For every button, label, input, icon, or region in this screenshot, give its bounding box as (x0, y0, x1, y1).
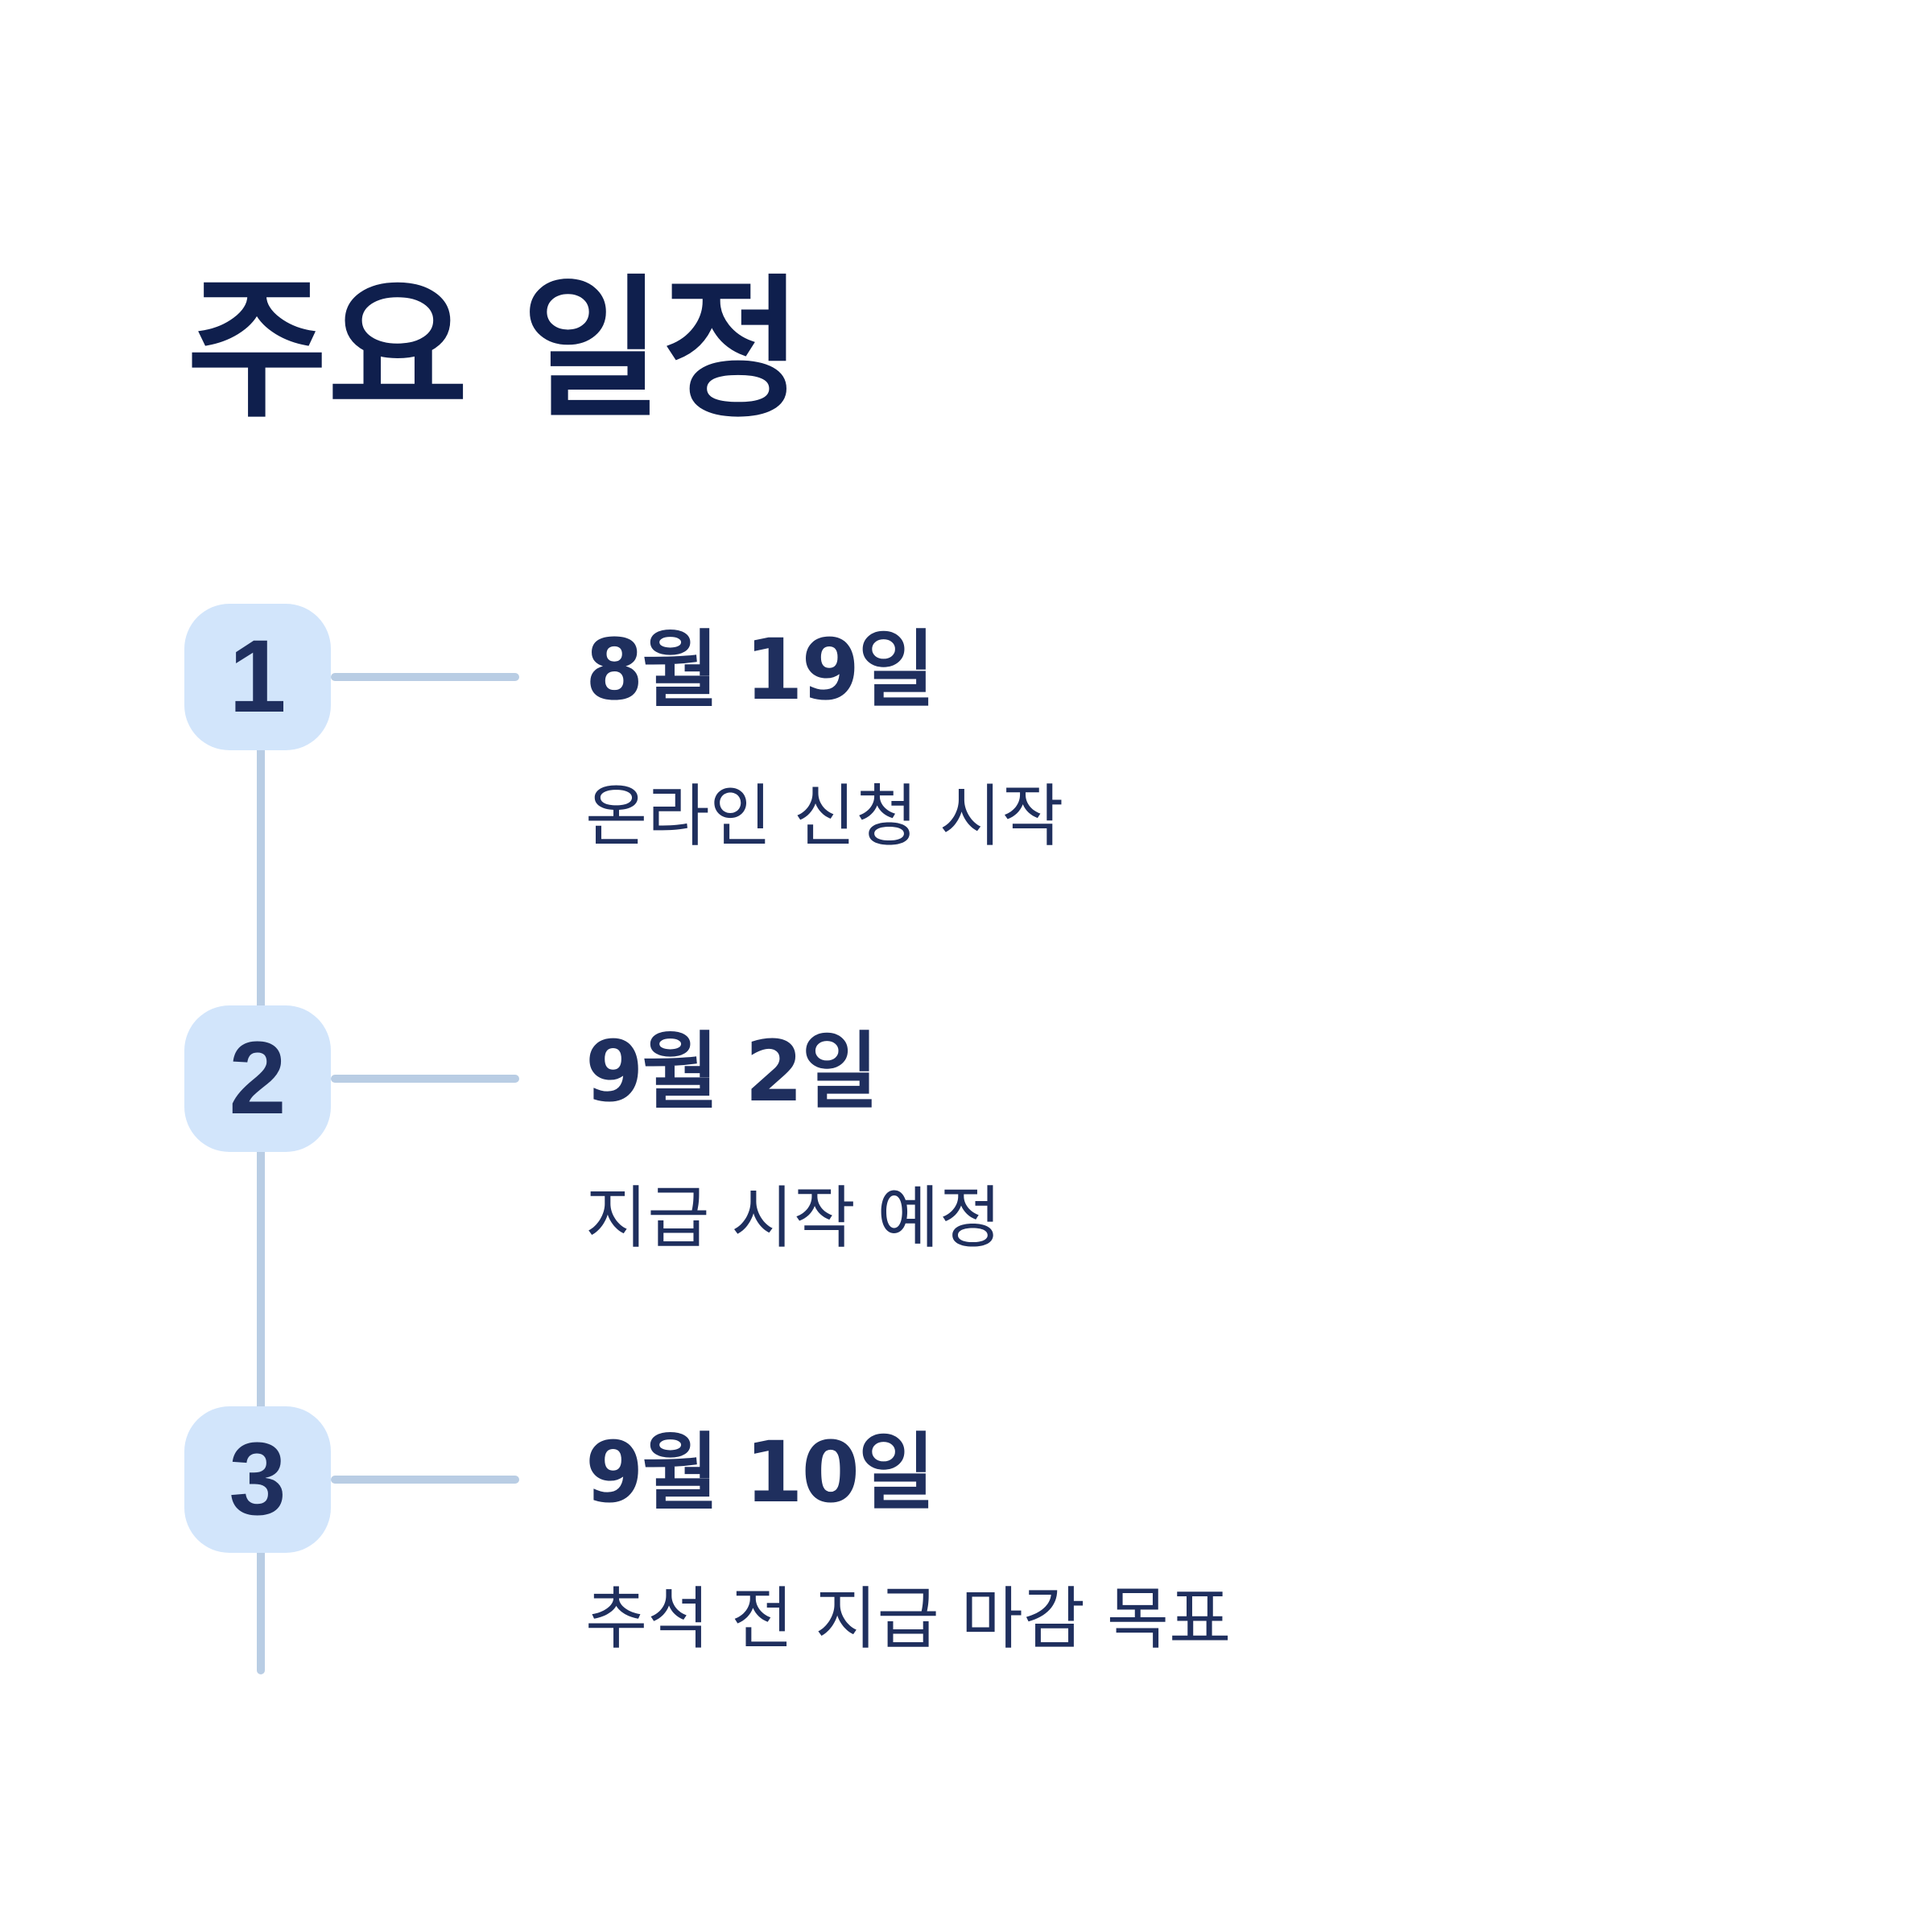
step-badge: 2 (184, 1005, 331, 1152)
step-badge: 1 (184, 604, 331, 750)
step-connector-line (331, 1075, 519, 1083)
step-description: 추석 전 지급 마감 목표 (585, 1579, 1232, 1658)
timeline-step-3: 3 9월 10일 추석 전 지급 마감 목표 (0, 1406, 1932, 1696)
step-date: 8월 19일 (585, 621, 935, 719)
timeline-vertical-line (257, 708, 265, 1674)
step-number: 2 (229, 1021, 287, 1136)
step-number: 3 (229, 1422, 287, 1537)
step-date: 9월 2일 (585, 1022, 878, 1121)
step-badge: 3 (184, 1406, 331, 1553)
step-connector-line (331, 673, 519, 681)
step-date: 9월 10일 (585, 1423, 935, 1521)
step-description: 지급 시작 예정 (585, 1179, 1002, 1257)
step-number: 1 (229, 619, 287, 734)
page-title: 주요 일정 (187, 261, 803, 439)
step-description: 온라인 신청 시작 (585, 777, 1064, 856)
timeline-step-2: 2 9월 2일 지급 시작 예정 (0, 1005, 1932, 1295)
step-connector-line (331, 1476, 519, 1484)
timeline-step-1: 1 8월 19일 온라인 신청 시작 (0, 604, 1932, 894)
